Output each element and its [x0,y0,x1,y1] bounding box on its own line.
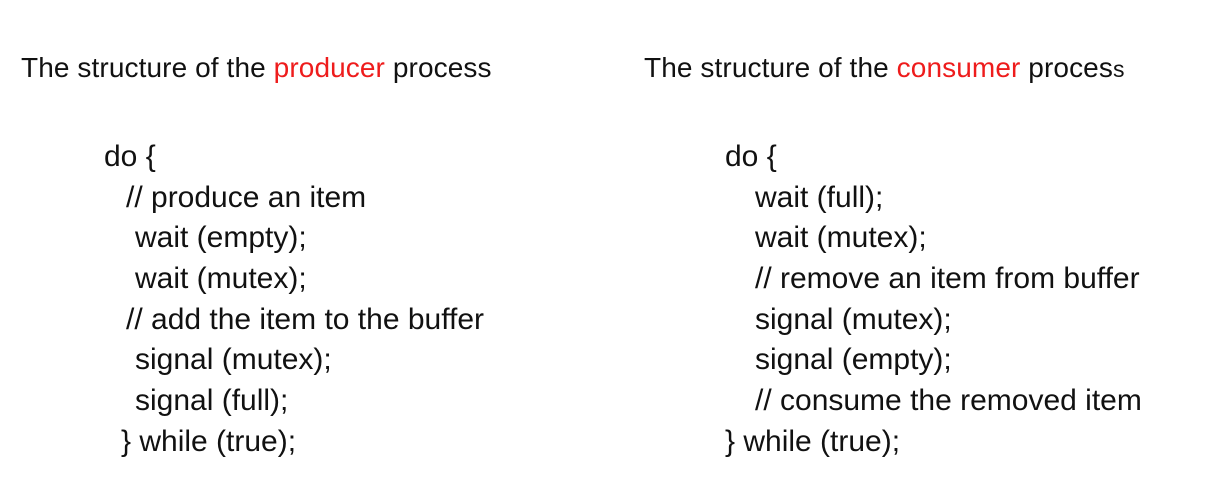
consumer-heading: The structure of the consumer process [644,50,1125,87]
code-line: wait (mutex); [755,221,927,255]
code-line: signal (full); [135,384,289,418]
code-line: signal (mutex); [135,343,332,377]
producer-heading: The structure of the producer process [21,50,492,87]
code-line: } while (true); [121,424,297,458]
code-line: // remove an item from buffer [755,262,1140,296]
code-line: signal (empty); [755,343,952,377]
code-line: } while (true); [725,424,901,458]
consumer-code-block: do { wait (full); wait (mutex); // remove a… [725,137,1142,463]
code-line: wait (mutex); [135,262,307,296]
code-line: do { [104,140,156,173]
code-line: wait (full); [755,180,884,214]
producer-heading-prefix: The structure of the [21,52,274,83]
consumer-heading-suffix-tail: s [1112,56,1125,82]
producer-heading-highlight: producer [273,52,385,83]
consumer-heading-suffix: proces [1020,52,1113,83]
consumer-heading-prefix: The structure of the [644,52,897,83]
code-line: wait (empty); [135,221,307,255]
producer-code-block: do { // produce an item wait (empty); wait … [104,137,484,463]
code-line: // produce an item [126,180,367,214]
code-line: // consume the removed item [755,384,1142,418]
code-line: do { [725,140,777,173]
code-line: signal (mutex); [755,302,952,336]
code-line: // add the item to the buffer [126,302,485,336]
producer-heading-suffix: process [384,52,492,83]
consumer-heading-highlight: consumer [896,52,1021,83]
